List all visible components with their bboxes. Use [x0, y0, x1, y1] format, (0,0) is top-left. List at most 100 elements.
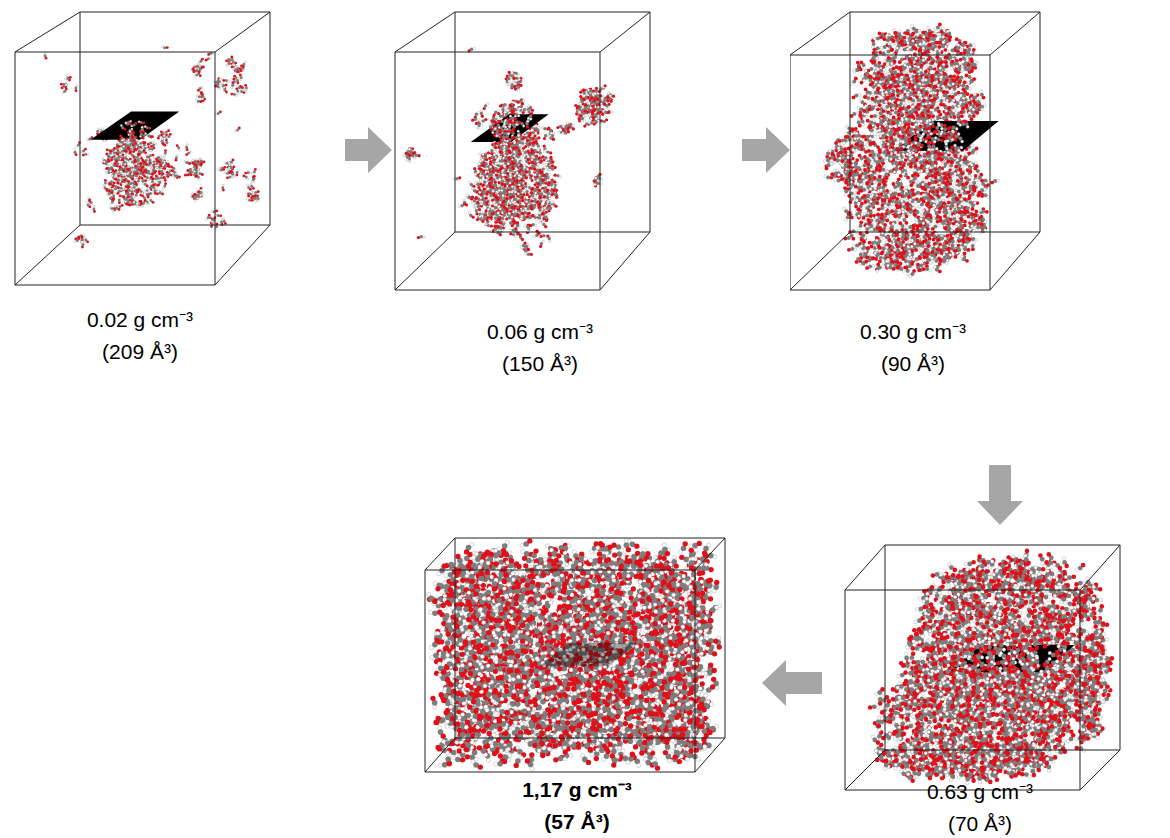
atom [245, 89, 247, 91]
atom [188, 162, 191, 165]
atom [112, 197, 115, 200]
atom [81, 241, 83, 243]
atom [130, 175, 133, 178]
atom [572, 127, 575, 130]
atom [186, 171, 188, 173]
atom [244, 172, 247, 175]
atom [186, 144, 188, 146]
atom [118, 208, 121, 211]
atom [125, 203, 128, 206]
atom [194, 66, 197, 69]
atom [144, 170, 147, 173]
atom [562, 125, 565, 128]
atom [163, 177, 166, 180]
atom [159, 163, 162, 166]
atom [230, 93, 233, 96]
atom [111, 164, 113, 166]
atom [112, 188, 114, 190]
atom [226, 172, 229, 175]
box-edge [15, 52, 16, 285]
atom [134, 201, 137, 204]
atom [88, 205, 91, 208]
atom [176, 144, 179, 147]
atom [128, 129, 131, 132]
atom [163, 160, 166, 163]
atom [167, 161, 169, 163]
atom [116, 155, 118, 157]
atom [163, 169, 165, 171]
atom [192, 70, 195, 73]
atom [201, 173, 204, 176]
atom [129, 123, 132, 126]
atom [126, 193, 128, 195]
atom [197, 100, 200, 103]
atom [86, 138, 88, 140]
atom [93, 210, 96, 213]
atom [252, 178, 255, 181]
atom [105, 172, 107, 174]
atom [157, 183, 160, 186]
box-edge [215, 12, 270, 52]
atom [250, 183, 252, 185]
atom [93, 205, 95, 207]
atom [239, 67, 242, 70]
atom [128, 186, 130, 188]
atom [192, 162, 195, 165]
atom [566, 124, 569, 127]
atom [131, 175, 134, 178]
atom [123, 145, 125, 147]
atom [143, 172, 145, 174]
atom [155, 143, 157, 145]
atom [120, 187, 123, 190]
atom [119, 197, 121, 199]
atom [560, 131, 563, 134]
atom [150, 171, 152, 173]
atom [119, 183, 122, 186]
atom [167, 163, 170, 166]
atom [225, 79, 228, 82]
atom [75, 153, 78, 156]
atom [106, 148, 109, 151]
atom [154, 189, 157, 192]
atom [111, 191, 113, 193]
atom [131, 173, 133, 175]
atom [256, 195, 259, 198]
atom [505, 157, 508, 160]
atom [222, 79, 225, 82]
atom [201, 95, 204, 98]
atom [199, 158, 201, 160]
atom [122, 170, 125, 173]
atom [123, 144, 125, 146]
atom [174, 171, 177, 174]
atom [567, 130, 570, 133]
atom [135, 183, 138, 186]
atom [130, 195, 133, 198]
atom [110, 180, 112, 182]
atom [238, 127, 241, 130]
atom [173, 176, 175, 178]
atom [201, 58, 204, 61]
atom [81, 243, 84, 246]
atom [136, 186, 138, 188]
atom [142, 171, 145, 174]
atom [131, 136, 134, 139]
atom [116, 152, 119, 155]
atom [543, 137, 546, 140]
atom [132, 196, 134, 198]
atom [148, 163, 151, 166]
atom [124, 200, 126, 202]
atom [241, 86, 244, 89]
atom [110, 159, 113, 162]
atom [208, 214, 211, 217]
atom [103, 161, 105, 163]
atom [134, 177, 136, 179]
atom [127, 167, 130, 170]
atom [566, 125, 569, 128]
atom [237, 77, 239, 79]
atom [104, 179, 107, 182]
atom [110, 181, 113, 184]
atom [235, 174, 238, 177]
box-edge [215, 225, 270, 285]
atom [123, 179, 126, 182]
atom [113, 182, 116, 185]
